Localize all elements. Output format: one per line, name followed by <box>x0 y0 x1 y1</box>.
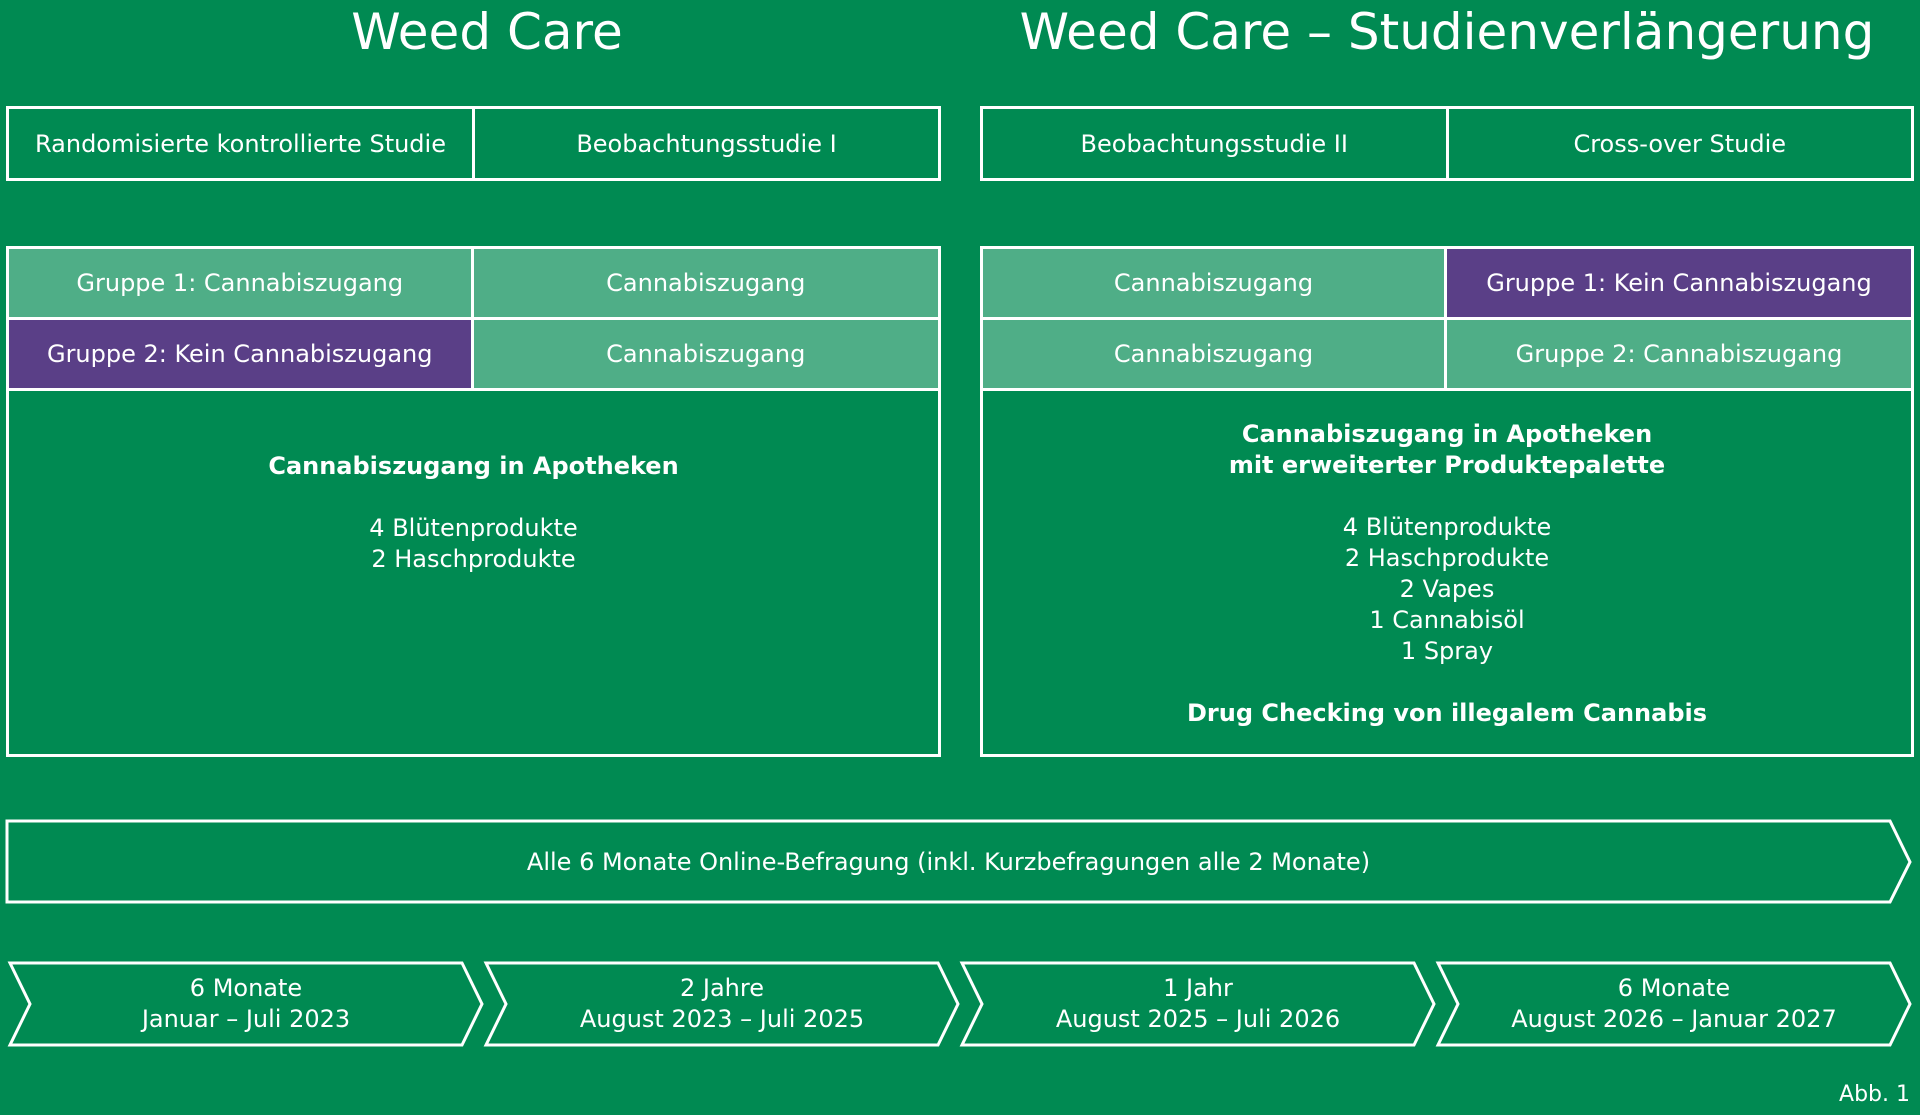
left-product-item: 2 Haschprodukte <box>371 545 576 573</box>
timeline-period: August 2025 – Juli 2026 <box>1055 1005 1341 1033</box>
timeline-period: Januar – Juli 2023 <box>141 1005 351 1033</box>
left-description-heading: Cannabiszugang in Apotheken <box>268 452 679 480</box>
right-title: Weed Care – Studienverlängerung <box>1019 3 1875 61</box>
right-product-item: 2 Vapes <box>1399 575 1495 603</box>
left-description: Cannabiszugang in Apotheken 4 Blütenprod… <box>9 391 938 575</box>
timeline-duration: 6 Monate <box>1617 974 1731 1002</box>
study-rct: Randomisierte kontrollierte Studie <box>35 129 446 158</box>
timeline-duration: 1 Jahr <box>1163 974 1233 1002</box>
timeline-step-1: 6 Monate Januar – Juli 2023 <box>30 963 462 1045</box>
timeline-duration: 6 Monate <box>189 974 303 1002</box>
figure-label: Abb. 1 <box>1839 1082 1910 1107</box>
left-group-2-cell: Gruppe 2: Kein Cannabiszugang <box>9 320 474 391</box>
left-study-row: Randomisierte kontrollierte Studie Beoba… <box>6 106 941 181</box>
timeline-step-3: 1 Jahr August 2025 – Juli 2026 <box>982 963 1414 1045</box>
right-product-item: 2 Haschprodukte <box>1344 544 1550 572</box>
study-crossover: Cross-over Studie <box>1445 109 1912 178</box>
timeline-period: August 2026 – Januar 2027 <box>1511 1005 1837 1033</box>
right-description-heading: Cannabiszugang in Apotheken <box>1241 420 1653 448</box>
timeline-chevron-1 <box>7 961 484 1047</box>
study-observational-2: Beobachtungsstudie II <box>1080 129 1348 158</box>
right-description-subheading: mit erweiterter Produktepalette <box>1228 451 1666 479</box>
left-product-item: 4 Blütenprodukte <box>369 514 578 542</box>
right-group-panel: Cannabiszugang Gruppe 1: Kein Cannabiszu… <box>980 246 1914 757</box>
timeline-step-2: 2 Jahre August 2023 – Juli 2025 <box>506 963 938 1045</box>
left-group-1-cell: Gruppe 1: Cannabiszugang <box>9 249 474 320</box>
right-product-item: 1 Cannabisöl <box>1369 606 1525 634</box>
right-study-row: Beobachtungsstudie II Cross-over Studie <box>980 106 1914 181</box>
timeline-chevron-3 <box>959 961 1436 1047</box>
left-title: Weed Care <box>351 3 623 61</box>
right-group-1-cell: Gruppe 1: Kein Cannabiszugang <box>1447 249 1911 320</box>
left-access-cell-top: Cannabiszugang <box>473 249 938 320</box>
left-group-panel: Gruppe 1: Cannabiszugang Cannabiszugang … <box>6 246 941 757</box>
survey-label: Alle 6 Monate Online-Befragung (inkl. Ku… <box>526 847 1371 876</box>
timeline-period: August 2023 – Juli 2025 <box>579 1005 865 1033</box>
right-access-cell-top: Cannabiszugang <box>983 249 1447 320</box>
right-description: Cannabiszugang in Apotheken mit erweiter… <box>983 391 1911 729</box>
right-description-footer: Drug Checking von illegalem Cannabis <box>1186 699 1708 727</box>
timeline-duration: 2 Jahre <box>680 974 764 1002</box>
right-group-2-cell: Gruppe 2: Cannabiszugang <box>1447 320 1911 391</box>
right-product-item: 4 Blütenprodukte <box>1342 513 1552 541</box>
left-access-cell-bottom: Cannabiszugang <box>473 320 938 391</box>
timeline-chevron-2 <box>483 961 960 1047</box>
right-product-item: 1 Spray <box>1400 637 1494 665</box>
study-observational-1: Beobachtungsstudie I <box>472 109 938 178</box>
right-access-cell-bottom: Cannabiszugang <box>983 320 1447 391</box>
left-group-grid: Gruppe 1: Cannabiszugang Cannabiszugang … <box>9 249 938 391</box>
timeline-chevron-4 <box>1435 961 1912 1047</box>
right-group-grid: Cannabiszugang Gruppe 1: Kein Cannabiszu… <box>983 249 1911 391</box>
survey-arrow-shape <box>5 819 1912 904</box>
timeline-step-4: 6 Monate August 2026 – Januar 2027 <box>1458 963 1890 1045</box>
